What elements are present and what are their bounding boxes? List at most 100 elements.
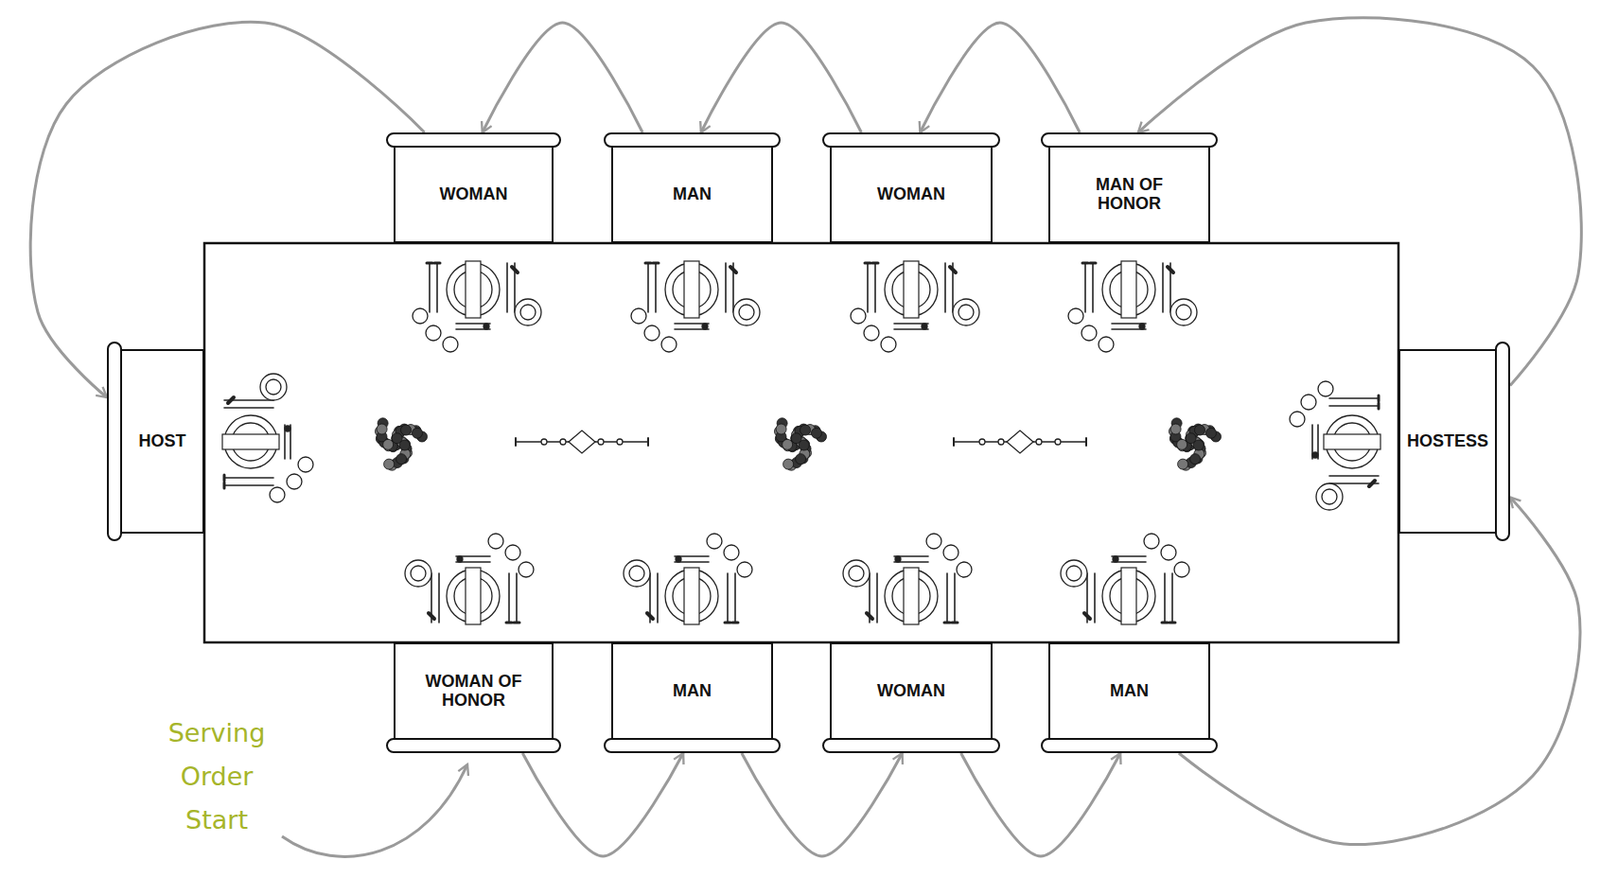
- cutlery: [652, 262, 659, 265]
- cutlery: [514, 438, 517, 446]
- start-arrow: [281, 764, 468, 857]
- chair: HOSTESS: [1398, 341, 1511, 542]
- tableware: [1098, 336, 1114, 352]
- centerpieces: [374, 418, 1221, 471]
- flower: [799, 439, 810, 450]
- tableware: [616, 439, 623, 445]
- cutlery: [428, 263, 431, 313]
- cutlery: [1161, 621, 1168, 625]
- cutlery: [951, 621, 958, 625]
- chair-back: [1040, 738, 1218, 754]
- cutlery: [1090, 262, 1096, 265]
- tableware: [483, 323, 490, 330]
- chair-back: [822, 738, 1001, 754]
- flower: [800, 424, 811, 436]
- serving-order-arrow: [522, 753, 684, 857]
- serving-order-note: Serving Order Start: [157, 711, 277, 843]
- cutlery: [511, 266, 518, 273]
- tableware: [560, 439, 566, 445]
- cutlery: [1167, 266, 1174, 273]
- tableware: [738, 304, 755, 320]
- cutlery: [1163, 573, 1166, 623]
- tableware: [269, 487, 285, 503]
- tableware: [1066, 565, 1082, 581]
- cutlery: [224, 476, 274, 479]
- cutlery: [513, 621, 520, 625]
- seat-label: HOST: [138, 432, 186, 451]
- tableware: [1318, 381, 1334, 397]
- cutlery: [1091, 263, 1094, 313]
- tableware: [675, 556, 682, 563]
- chair-back: [1040, 132, 1218, 148]
- flower: [798, 439, 809, 451]
- chair: MAN OF HONOR: [1040, 132, 1218, 244]
- flower: [376, 423, 387, 435]
- place-settings: [222, 261, 1381, 625]
- cutlery: [228, 397, 234, 404]
- flower: [1193, 439, 1204, 451]
- cutlery: [732, 621, 739, 625]
- napkin: [684, 567, 700, 625]
- cutlery: [224, 406, 274, 409]
- cutlery: [647, 438, 650, 446]
- tableware: [644, 325, 660, 341]
- chair: WOMAN OF HONOR: [386, 642, 562, 754]
- tableware: [1139, 323, 1145, 330]
- chair-seat: WOMAN: [393, 145, 554, 244]
- tableware: [1289, 411, 1305, 427]
- tableware: [702, 323, 708, 330]
- flower: [399, 439, 410, 451]
- cutlery: [426, 262, 433, 265]
- flower: [384, 458, 395, 470]
- chair-back: [386, 738, 562, 754]
- chair-back: [106, 341, 123, 542]
- cutlery: [1093, 573, 1096, 623]
- tableware: [1301, 394, 1317, 410]
- cutlery: [952, 438, 955, 446]
- flower: [810, 427, 822, 439]
- cutlery: [438, 573, 440, 623]
- tableware: [514, 298, 542, 326]
- cutlery: [224, 484, 274, 487]
- tableware: [1143, 533, 1160, 549]
- dining-table: [204, 243, 1399, 643]
- candelabra: [953, 430, 1087, 454]
- cutlery: [874, 263, 877, 313]
- tableware: [956, 562, 972, 578]
- flower: [783, 458, 794, 470]
- flower: [1178, 458, 1189, 470]
- cutlery: [1329, 397, 1379, 400]
- tableware: [737, 562, 753, 578]
- place-setting: [412, 261, 542, 352]
- serving-order-arrow: [701, 22, 862, 133]
- cutlery: [506, 621, 512, 625]
- flower: [775, 423, 787, 435]
- tableware: [1112, 556, 1119, 563]
- napkin: [903, 567, 919, 625]
- chair: MAN: [603, 642, 781, 754]
- cutlery: [944, 263, 947, 313]
- cutlery: [223, 474, 227, 481]
- flower: [782, 439, 793, 450]
- tableware: [1054, 439, 1061, 445]
- tableware: [1312, 452, 1319, 458]
- flower: [1195, 424, 1206, 436]
- tableware: [260, 373, 287, 401]
- cutlery: [866, 613, 873, 619]
- cutlery: [436, 263, 439, 313]
- napkin: [903, 261, 919, 318]
- tableware: [979, 439, 985, 445]
- chair: WOMAN: [822, 132, 1001, 244]
- tableware: [921, 323, 928, 330]
- cutlery: [647, 613, 653, 619]
- cutlery: [734, 573, 737, 623]
- tableware: [1176, 304, 1192, 320]
- serving-order-arrow: [482, 22, 643, 133]
- tableware: [952, 298, 980, 326]
- napkin: [1323, 434, 1381, 450]
- chair-seat: HOST: [120, 349, 205, 534]
- tableware: [284, 425, 291, 432]
- cutlery: [1329, 404, 1379, 407]
- chair-seat: WOMAN OF HONOR: [393, 642, 554, 740]
- chair-seat: WOMAN: [829, 145, 993, 244]
